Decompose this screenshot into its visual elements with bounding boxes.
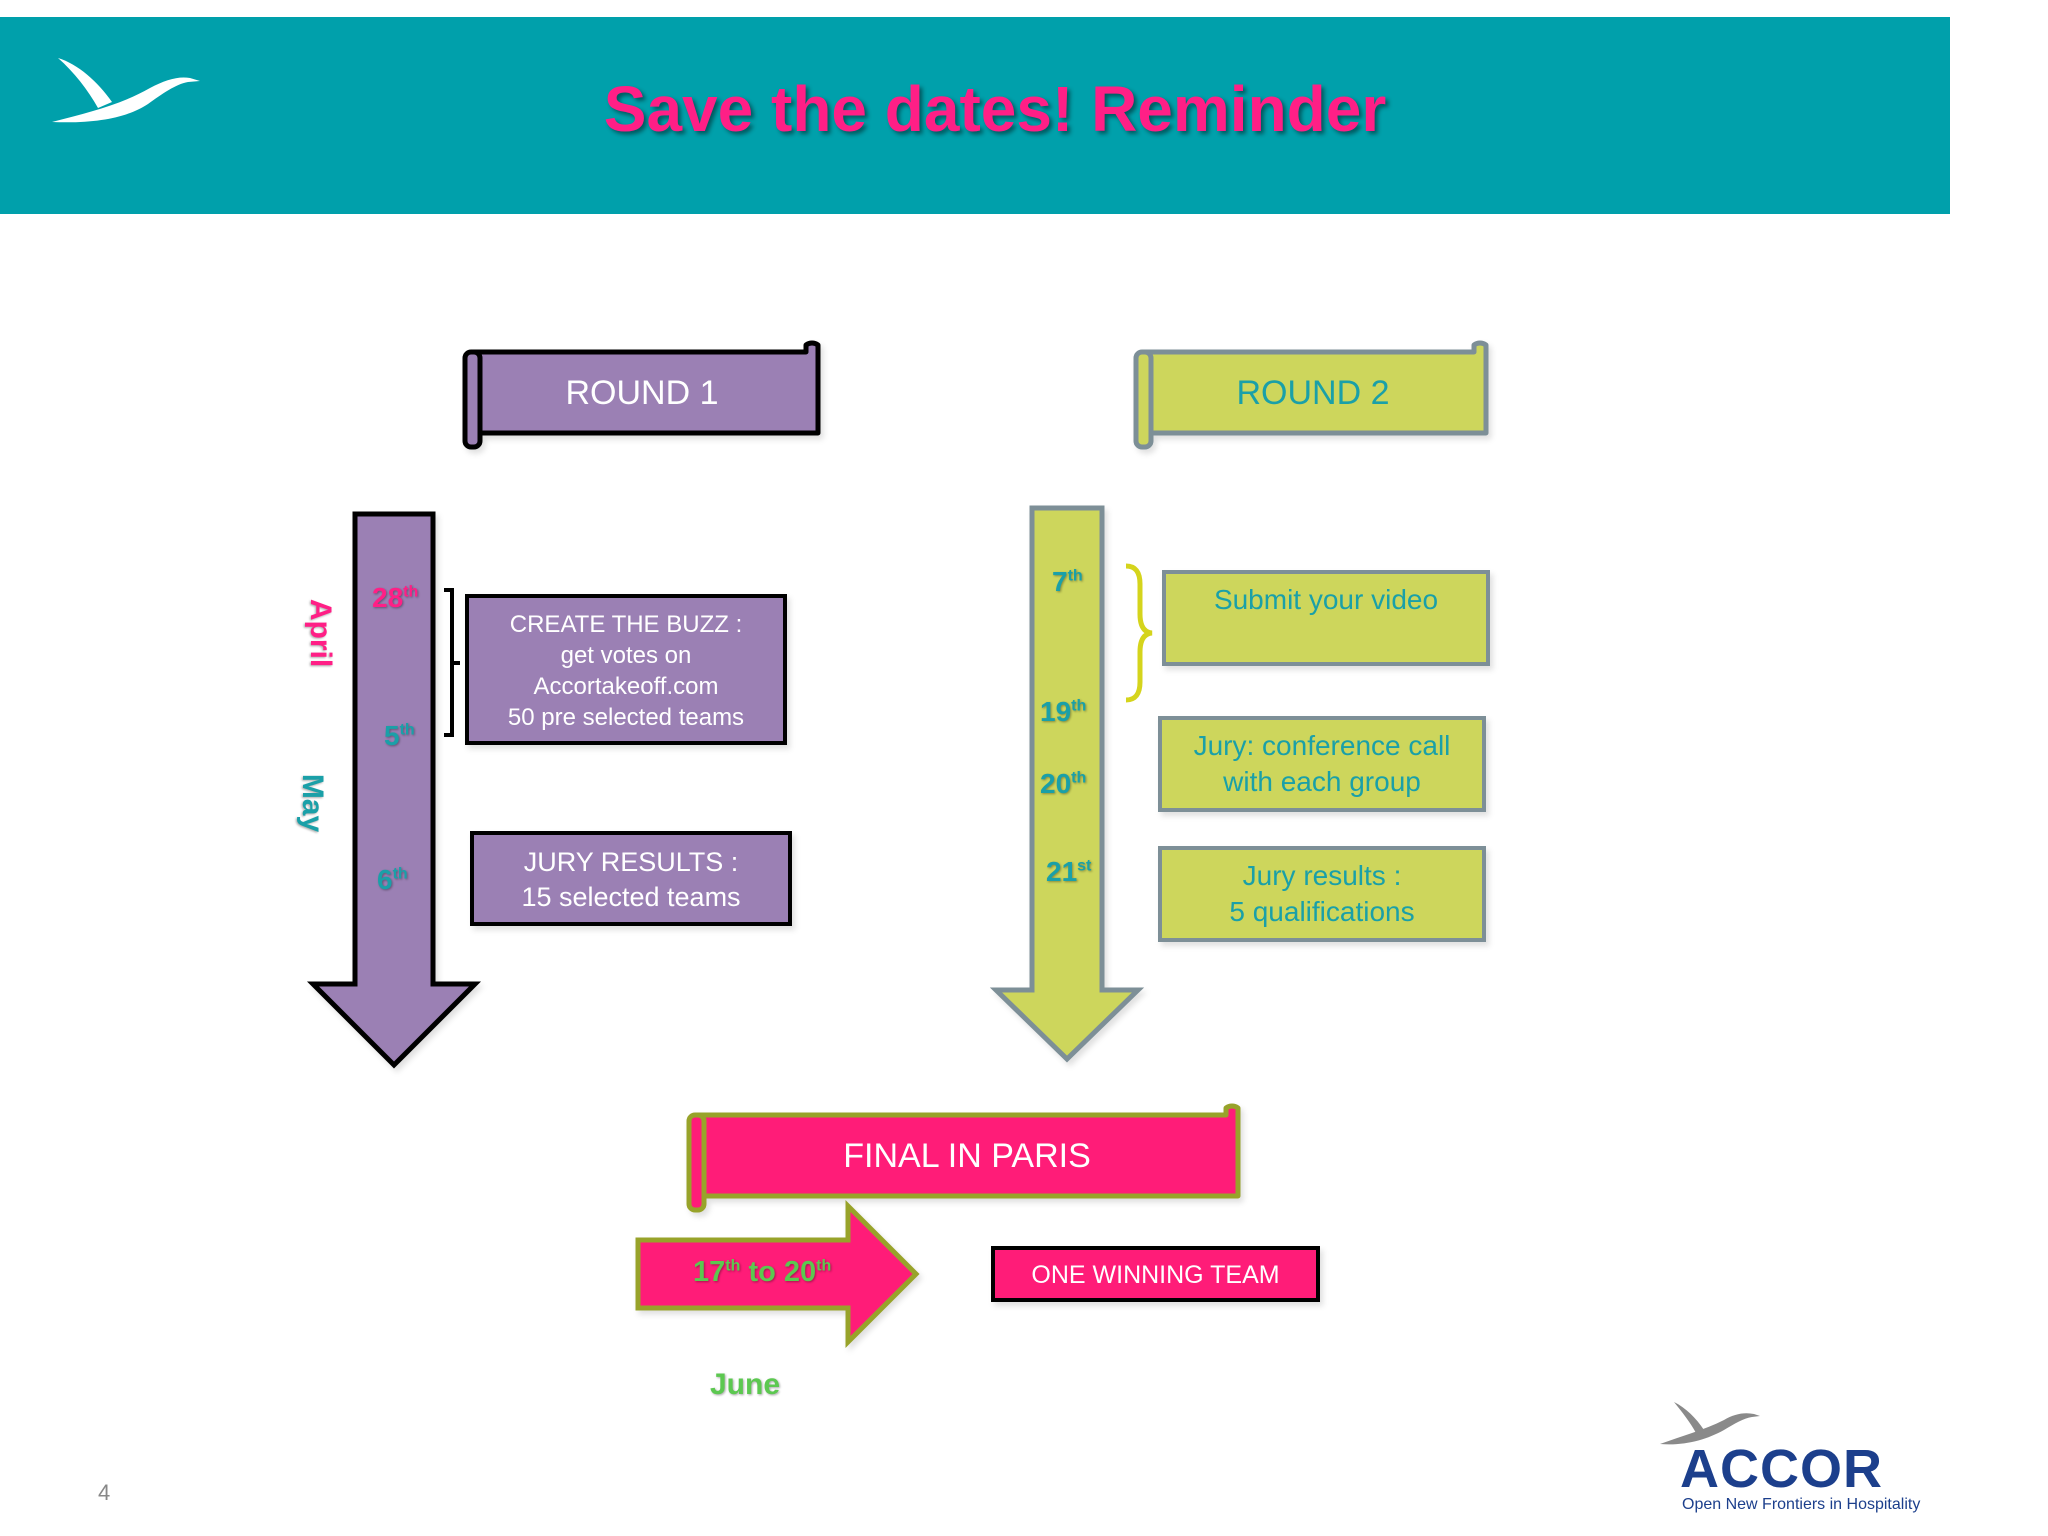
accor-wordmark: ACCOR bbox=[1680, 1439, 1883, 1499]
round2-date-21: 21st bbox=[1046, 856, 1092, 887]
round1-box-buzz-text: CREATE THE BUZZ : get votes on Accortake… bbox=[467, 598, 785, 743]
round1-date-5: 5th bbox=[384, 720, 415, 751]
buzz-line-2: get votes on bbox=[560, 641, 692, 669]
winner-box bbox=[991, 1246, 1320, 1302]
final-label: FINAL IN PARIS bbox=[843, 1137, 1091, 1175]
conference-line-1: Jury: conference call bbox=[1193, 730, 1451, 761]
results-line-2: 5 qualifications bbox=[1229, 896, 1415, 927]
page-number: 4 bbox=[98, 1480, 111, 1505]
round1-label: ROUND 1 bbox=[565, 374, 719, 412]
month-april: April bbox=[304, 598, 337, 668]
final-dates-arrow bbox=[635, 1199, 920, 1349]
round2-banner bbox=[1133, 340, 1489, 450]
header-bar bbox=[0, 17, 1950, 214]
final-dates-label: 17th to 20th bbox=[693, 1256, 832, 1288]
buzz-line-3: Accortakeoff.com bbox=[533, 672, 719, 700]
month-may: May bbox=[296, 773, 329, 833]
jury-line-1: JURY RESULTS : bbox=[523, 846, 739, 877]
round2-box-conference-text: Jury: conference call with each group bbox=[1160, 718, 1484, 810]
bird-logo-icon bbox=[52, 58, 200, 123]
video-line-1: Submit your video bbox=[1213, 584, 1439, 615]
round1-box-buzz bbox=[465, 594, 787, 745]
winner-text: ONE WINNING TEAM bbox=[1031, 1260, 1280, 1289]
round1-bracket bbox=[444, 588, 460, 737]
round1-box-jury-text: JURY RESULTS : 15 selected teams bbox=[472, 835, 790, 924]
conference-line-2: with each group bbox=[1223, 766, 1421, 797]
buzz-line-1: CREATE THE BUZZ : bbox=[509, 610, 743, 638]
round1-box-jury bbox=[470, 831, 792, 926]
round1-banner bbox=[462, 340, 821, 450]
final-month: June bbox=[710, 1368, 781, 1401]
round2-box-conference bbox=[1158, 716, 1486, 812]
round2-date-7: 7th bbox=[1052, 566, 1083, 597]
round2-box-video bbox=[1162, 570, 1490, 666]
round2-curly-brace bbox=[1125, 563, 1153, 703]
jury-line-2: 15 selected teams bbox=[521, 881, 741, 912]
accor-bird-icon bbox=[1660, 1402, 1760, 1445]
round2-date-19: 19th bbox=[1040, 696, 1087, 727]
page-title: Save the dates! Reminder bbox=[603, 73, 1387, 145]
results-line-1: Jury results : bbox=[1242, 860, 1402, 891]
accor-tagline: Open New Frontiers in Hospitality bbox=[1682, 1496, 1921, 1513]
round1-date-6: 6th bbox=[377, 864, 408, 895]
round1-date-28: 28th bbox=[372, 582, 419, 613]
buzz-line-4: 50 pre selected teams bbox=[507, 703, 745, 731]
round2-arrow bbox=[989, 505, 1145, 1063]
accor-logo: ACCOR Open New Frontiers in Hospitality bbox=[1660, 1400, 1960, 1516]
round1-arrow bbox=[306, 511, 482, 1069]
round2-box-video-text: Submit your video bbox=[1164, 580, 1488, 620]
round2-box-results bbox=[1158, 846, 1486, 942]
round2-date-20: 20th bbox=[1040, 768, 1087, 799]
round2-box-results-text: Jury results : 5 qualifications bbox=[1160, 848, 1484, 940]
final-banner bbox=[686, 1103, 1241, 1213]
round2-label: ROUND 2 bbox=[1236, 374, 1390, 412]
